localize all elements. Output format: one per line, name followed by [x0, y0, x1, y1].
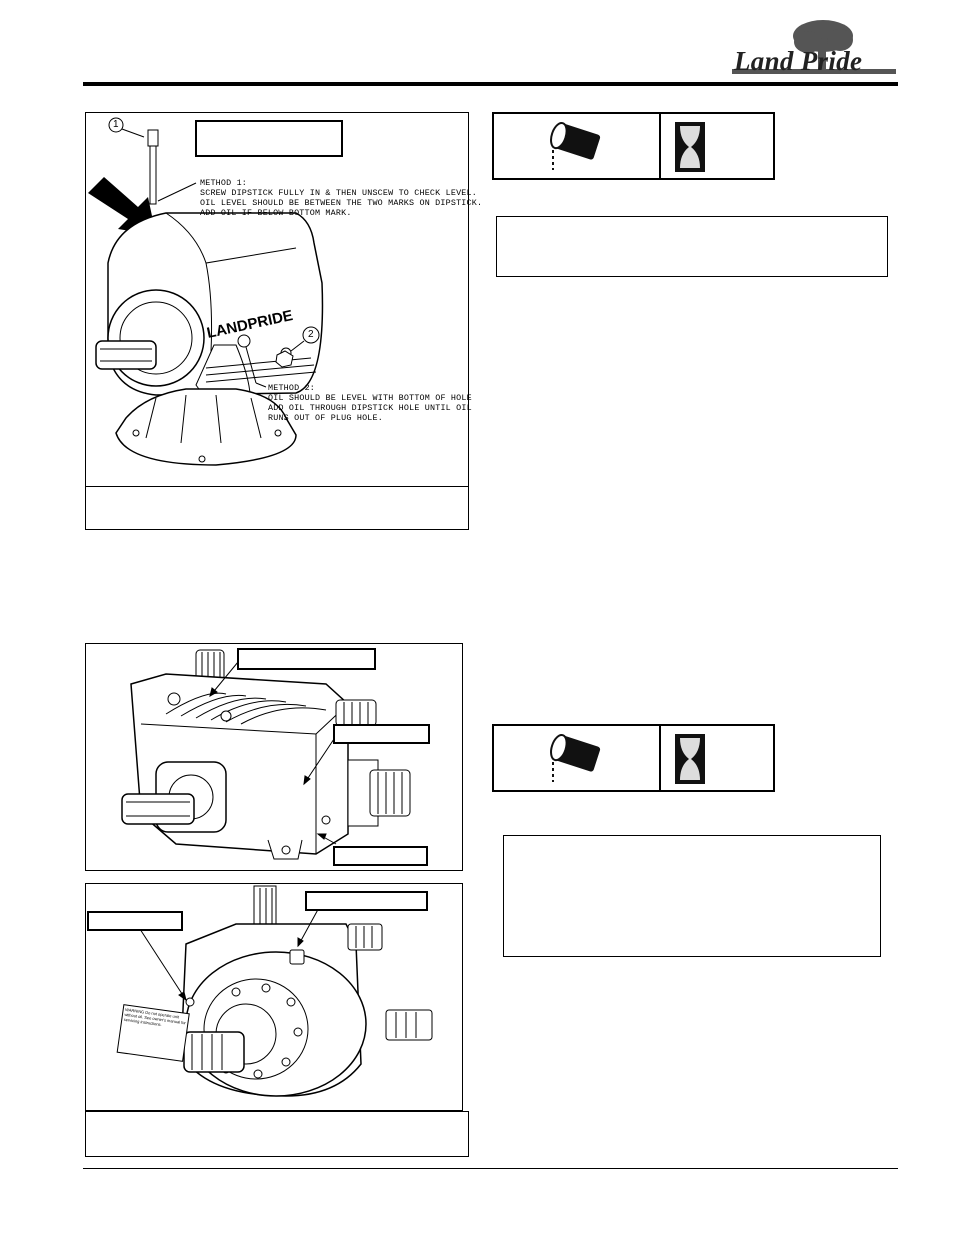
landpride-logo: Land Pride [728, 14, 900, 82]
figure-2-label-right [333, 724, 430, 744]
gearbox-1-drawing: LANDPRIDE [88, 117, 324, 466]
gearbox-2-drawing [121, 649, 411, 860]
lube-header-1 [492, 112, 775, 180]
hourglass-icon [675, 734, 705, 784]
figure-2-label-top [237, 648, 376, 670]
footer-rule [83, 1168, 898, 1169]
lube-header-2 [492, 724, 775, 792]
callout-2: 2 [308, 329, 314, 340]
figure-3-label-right [305, 891, 428, 911]
logo-text: Land Pride [734, 46, 863, 76]
lube-header-2-divider [659, 724, 661, 792]
figure-3-label-left [87, 911, 183, 931]
warning-decal: WARNING Do not operate unit without oil.… [116, 1004, 190, 1062]
lube-header-1-divider [659, 112, 661, 180]
oil-can-icon [550, 734, 601, 782]
figure-3-caption-box [85, 1111, 469, 1157]
method-1-note: METHOD 1: SCREW DIPSTICK FULLY IN & THEN… [200, 178, 483, 218]
figure-2-label-bottom [333, 846, 428, 866]
note-box-2 [503, 835, 881, 957]
figure-1-caption-box [85, 486, 469, 530]
indicator-arrow-icon [88, 177, 156, 235]
hourglass-icon [675, 122, 705, 172]
callout-1: 1 [113, 119, 119, 130]
note-box-1 [496, 216, 888, 277]
figure-1-label-box [195, 120, 343, 157]
tree-icon [732, 20, 896, 74]
gearbox-3-drawing: WARNING Do not operate unit without oil.… [116, 885, 433, 1097]
oil-can-icon [550, 122, 601, 170]
method-2-note: METHOD 2: OIL SHOULD BE LEVEL WITH BOTTO… [268, 383, 472, 423]
header-rule [83, 82, 898, 86]
